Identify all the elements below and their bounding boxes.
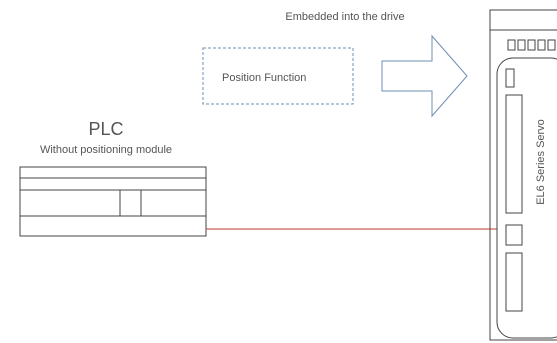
- servo-display-digit: [547, 39, 556, 51]
- position-function-label: Position Function: [222, 72, 306, 84]
- servo-upper-slot: [505, 94, 523, 214]
- servo-connector: [505, 224, 523, 246]
- servo-front-panel: [496, 57, 557, 339]
- servo-drive: [489, 9, 557, 341]
- servo-display-digit: [527, 39, 536, 51]
- servo-label: EL6 Series Servo: [535, 119, 547, 205]
- servo-lower-slot: [505, 252, 523, 312]
- plc-device: [19, 166, 207, 237]
- plc-title: PLC: [88, 119, 123, 139]
- embedded-label: Embedded into the drive: [285, 11, 404, 23]
- position-function-box: [202, 47, 354, 105]
- servo-display: [507, 39, 556, 51]
- plc-subtitle: Without positioning module: [40, 144, 172, 156]
- servo-display-digit: [537, 39, 546, 51]
- embed-arrow: [381, 34, 468, 118]
- servo-display-digit: [507, 39, 516, 51]
- servo-display-digit: [517, 39, 526, 51]
- servo-indicator: [505, 68, 515, 88]
- plc-port: [119, 189, 142, 217]
